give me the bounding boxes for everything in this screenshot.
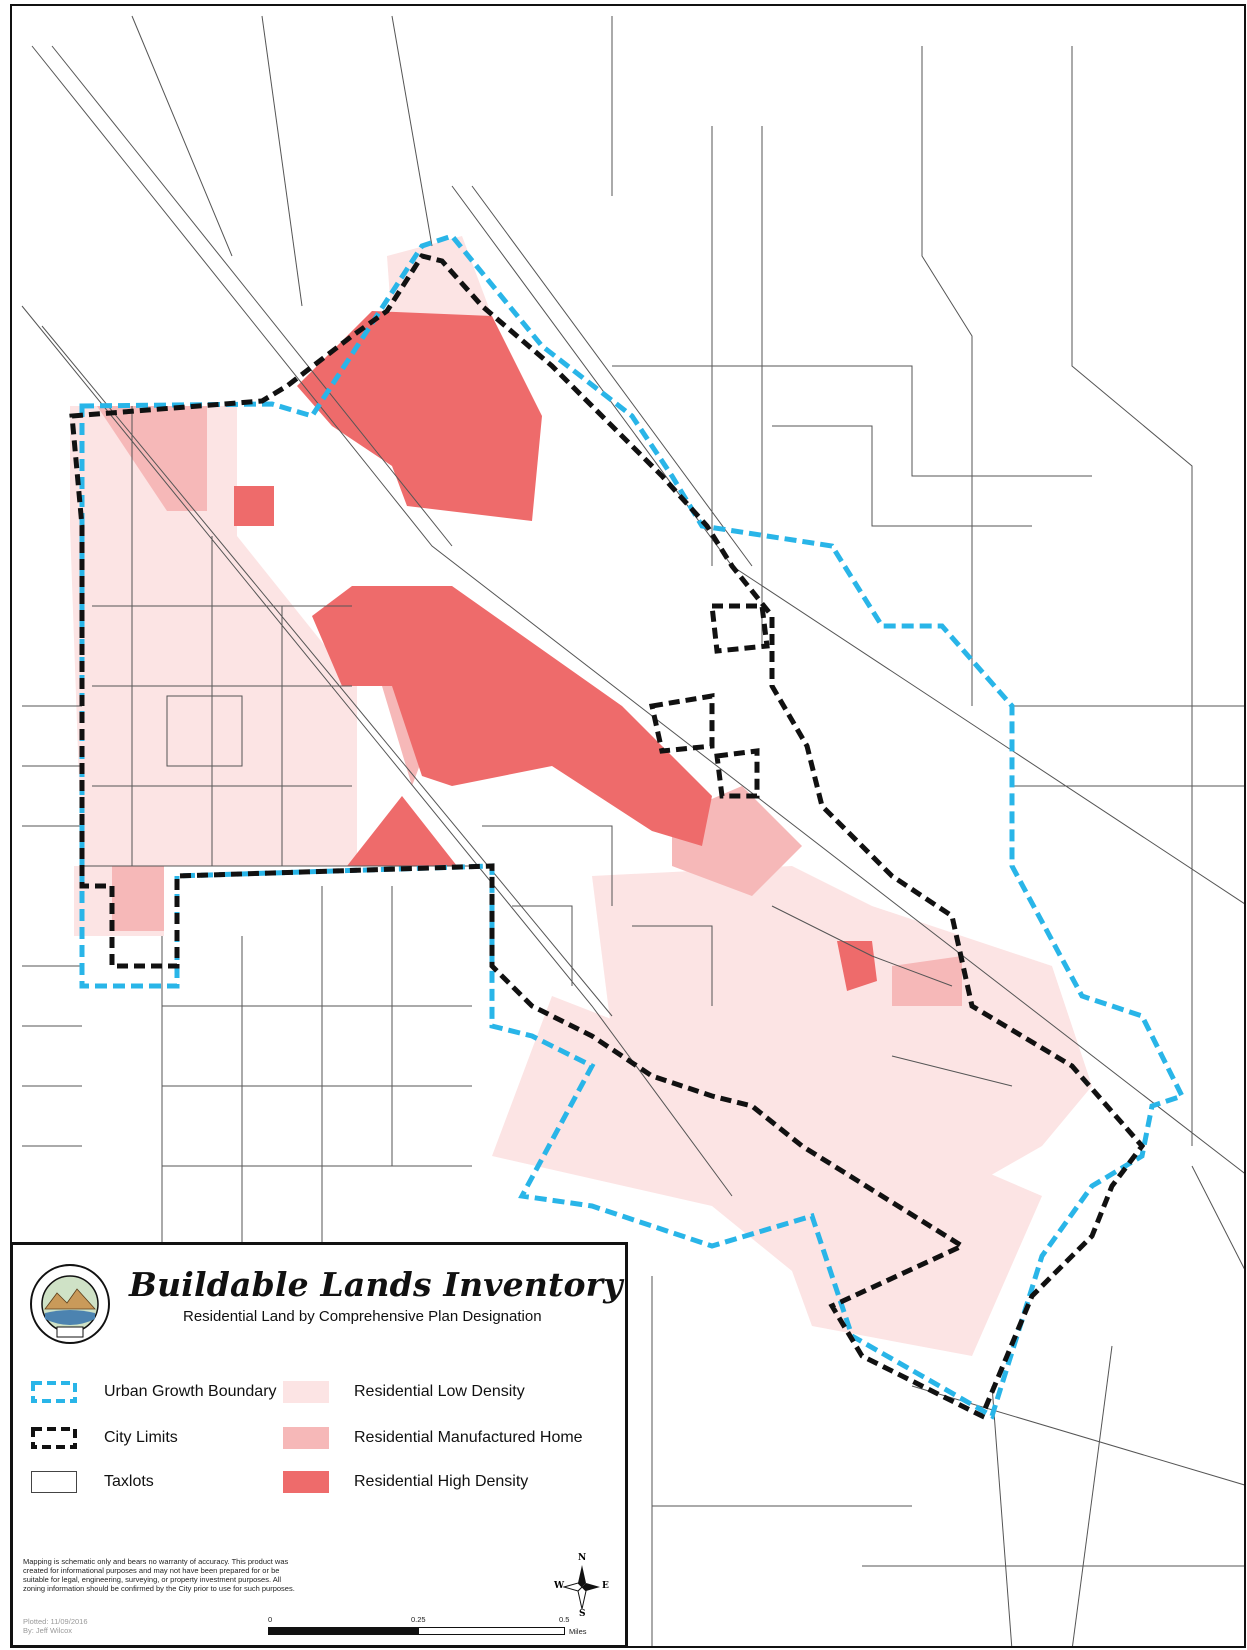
scale-label-zero: 0 [268,1615,273,1624]
plotted-info: Plotted: 11/09/2016 By: Jeff Wilcox [23,1617,88,1635]
zone-low-density-layer [70,236,1092,1356]
zone-manufactured-se [892,956,962,1006]
map-canvas[interactable] [12,6,1246,1648]
zone-high-density-central [312,586,712,846]
plotted-date: Plotted: 11/09/2016 [23,1617,88,1626]
legend-label-high-density: Residential High Density [354,1473,529,1490]
high-density-swatch [283,1471,329,1493]
manufactured-swatch [283,1427,329,1449]
legend-label-low-density: Residential Low Density [354,1383,525,1400]
zone-high-density-small-block [234,486,274,526]
zone-high-density-south [347,796,457,866]
scale-label-mid: 0.25 [411,1615,426,1624]
compass-n: N [578,1553,587,1563]
disclaimer-text: Mapping is schematic only and bears no w… [23,1557,295,1593]
zone-low-density-south [492,996,1042,1356]
map-subtitle: Residential Land by Comprehensive Plan D… [183,1308,542,1325]
ugb-swatch [31,1381,77,1403]
map-title: Buildable Lands Inventory [129,1265,623,1304]
city-limits [69,253,1146,1420]
scale-bar-segment-2 [418,1627,565,1635]
legend-panel: Buildable Lands Inventory Residential La… [10,1242,628,1648]
taxlot-lines [21,15,1244,1646]
city-limits-island-1 [648,693,715,754]
urban-growth-boundary [79,233,1186,1420]
city-seal-icon [30,1264,110,1344]
legend-label-city-limits: City Limits [104,1429,178,1446]
zone-low-density-west [70,406,357,866]
legend-label-manufactured: Residential Manufactured Home [354,1429,583,1446]
north-arrow-icon: N S W E [554,1553,609,1619]
scale-label-unit: Miles [569,1627,587,1636]
scale-label-end: 0.5 [559,1615,570,1624]
compass-w: W [554,1581,565,1591]
zone-manufactured-sw [112,866,164,931]
city-limits-island-2 [714,748,760,799]
zone-high-density-north [297,311,542,521]
scale-bar [268,1627,568,1635]
plotted-by: By: Jeff Wilcox [23,1626,73,1635]
taxlots-swatch [31,1471,77,1493]
scale-bar-segment-1 [268,1627,420,1635]
compass-e: E [602,1581,609,1591]
zone-low-density-south-east [592,866,1092,1186]
legend-label-ugb: Urban Growth Boundary [104,1383,277,1400]
city-limits-swatch [31,1427,77,1449]
city-limits-island-3 [709,603,770,654]
legend-label-taxlots: Taxlots [104,1473,154,1490]
low-density-swatch [283,1381,329,1403]
compass-s: S [579,1609,586,1619]
